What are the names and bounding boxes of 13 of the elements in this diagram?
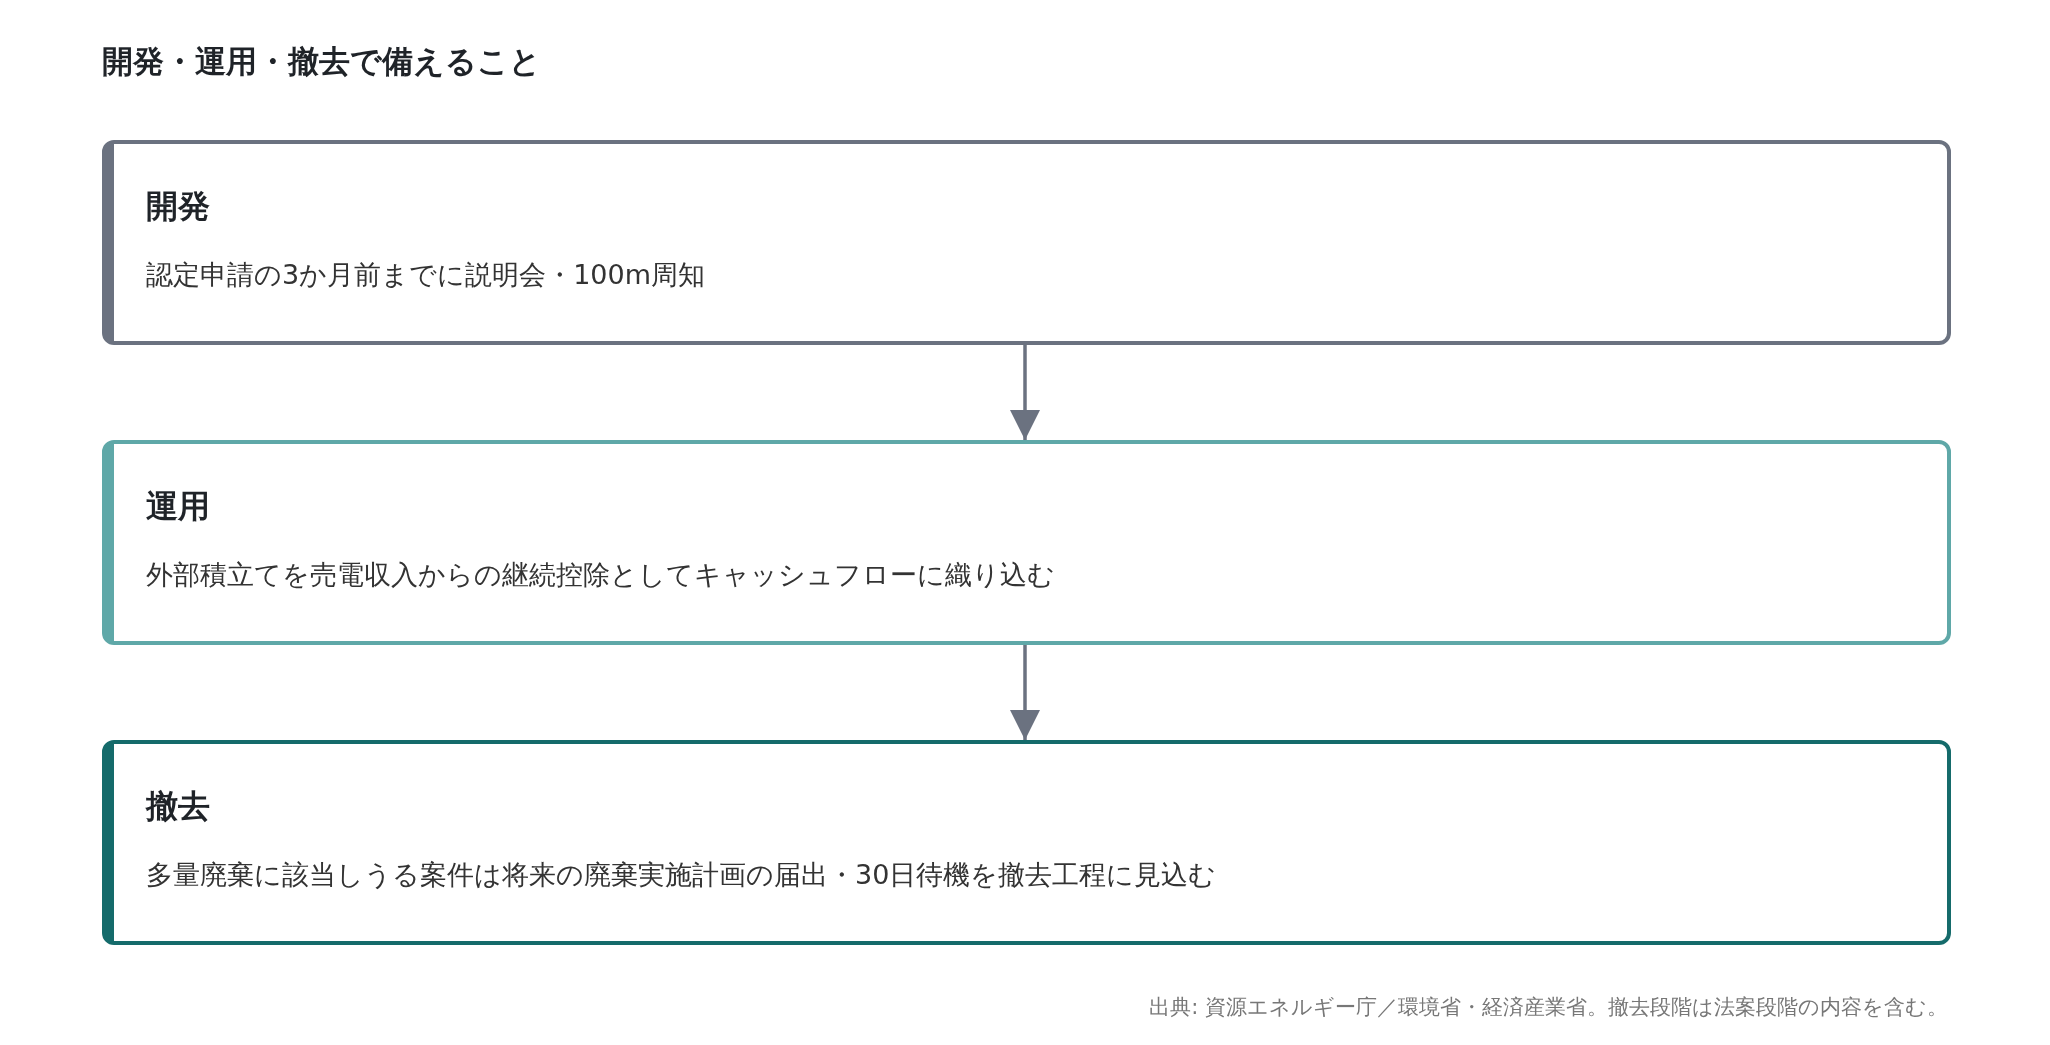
- step-card: [102, 440, 1951, 645]
- step-description: 外部積立てを売電収入からの継続控除としてキャッシュフローに織り込む: [146, 558, 1055, 592]
- step-heading: 撤去: [146, 786, 210, 826]
- step-card: [102, 140, 1951, 345]
- step-heading: 開発: [146, 186, 210, 226]
- step-description: 認定申請の3か月前までに説明会・100m周知: [146, 258, 705, 292]
- arrow: [1010, 345, 1040, 440]
- step-card: [102, 740, 1951, 945]
- source-note: 出典: 資源エネルギー庁／環境省・経済産業省。撤去段階は法案段階の内容を含む。: [1149, 994, 1948, 1021]
- step-description: 多量廃棄に該当しうる案件は将来の廃棄実施計画の届出・30日待機を撤去工程に見込む: [146, 858, 1217, 892]
- diagram-title: 開発・運用・撤去で備えること: [102, 42, 541, 81]
- arrow: [1010, 645, 1040, 740]
- step-heading: 運用: [146, 486, 210, 526]
